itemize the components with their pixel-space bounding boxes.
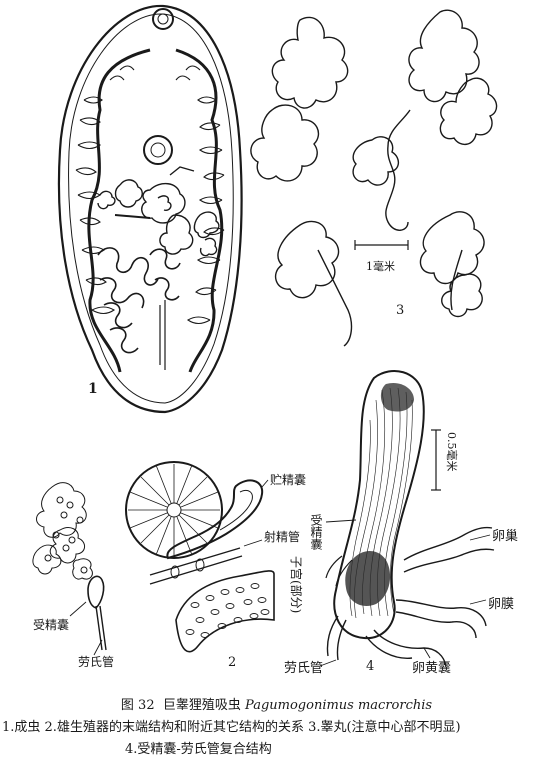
- uterus-section-outline: [175, 570, 275, 653]
- testis-central-duct: [385, 109, 411, 231]
- scale-label-1mm: 1毫米: [366, 259, 395, 273]
- scale-bar-1mm: [354, 240, 409, 250]
- testis-lobe-right-upper: [439, 77, 498, 145]
- scale-label-0-5mm: 0.5毫米: [445, 432, 459, 472]
- panel-4-leader-lines: [319, 519, 491, 667]
- testis-lobe-bottom-right-2: [441, 273, 483, 318]
- laurers-canal-duct: [95, 605, 107, 651]
- panel-2-leader-lines: [69, 479, 269, 656]
- label-laurers-canal: 劳氏管: [78, 654, 114, 669]
- testis-lobe-top-left: [271, 16, 349, 109]
- oral-sucker: [152, 8, 174, 30]
- label-ootype: 卵膜: [488, 597, 514, 612]
- oviduct-branch: [403, 526, 495, 573]
- branch-left-upper: [325, 555, 353, 587]
- testis-stalk-left: [317, 249, 353, 347]
- ejaculatory-duct-tube: [149, 547, 243, 585]
- receptacle-body-outline: [333, 369, 425, 640]
- panel-1-number: 1: [88, 381, 98, 397]
- uterus-coils: [97, 247, 181, 370]
- testis-lobe-center: [352, 136, 399, 186]
- panel-1-adult-fluke: 1: [57, 4, 243, 414]
- testis-lobe-mid-left: [250, 104, 320, 182]
- panel-4-receptacle-complex: 0.5毫米 受精囊 卵巢 卵膜 卵黄囊 劳氏管 4: [284, 369, 518, 676]
- ejaculatory-duct-rings: [170, 558, 205, 579]
- uterus-eggs: [185, 583, 270, 638]
- ventral-sucker: [143, 135, 173, 165]
- fluke-inner-border: [68, 13, 234, 404]
- figure-number: 图 32: [120, 698, 155, 713]
- label-uterus-part: 子宫(部分): [289, 556, 304, 613]
- vitelline-follicles: [32, 482, 93, 580]
- laurers-canal-branch: [326, 615, 347, 661]
- panel-4-number: 4: [366, 659, 374, 674]
- panel-3-testes: 1毫米 3: [250, 9, 498, 347]
- scale-bar-0-5mm: [431, 429, 441, 491]
- seminal-vesicle-shape: [166, 479, 264, 560]
- ovary-and-testis-mass: [97, 166, 220, 257]
- label-seminal-receptacle-vertical: 受精囊: [309, 514, 323, 551]
- testis-cross-section: [125, 461, 223, 559]
- oocyte-duct-branch: [395, 599, 487, 639]
- receptacle-dense-core: [345, 382, 414, 607]
- panel-3-number: 3: [396, 303, 404, 318]
- vitellaria-right: [175, 65, 225, 325]
- panel-2-number: 2: [228, 655, 236, 670]
- intestine-caecum-left: [87, 48, 151, 373]
- testis-lobe-top-right: [408, 9, 480, 103]
- label-seminal-vesicle: 贮精囊: [270, 472, 306, 487]
- seminal-receptacle-sac: [87, 575, 105, 609]
- figure-title-latin: Pagumogonimus macrorchis: [245, 698, 433, 713]
- figure-title: 图 32 巨睾狸殖吸虫 Pagumogonimus macrorchis: [0, 694, 553, 713]
- testis-lobe-bottom-left: [274, 220, 340, 299]
- label-vitelline-reservoir: 卵黄囊: [412, 660, 451, 676]
- vitellaria-left: [75, 65, 135, 315]
- testis-lobe-bottom-right: [419, 211, 485, 285]
- intestine-caecum-right: [175, 48, 224, 373]
- label-oviduct: 卵巢: [492, 529, 518, 544]
- figure-title-cn: 巨睾狸殖吸虫: [162, 698, 241, 713]
- label-laurers-canal-p4: 劳氏管: [284, 660, 323, 676]
- figure-legend-line2: 4.受精囊-劳氏管复合结构: [125, 742, 272, 757]
- seminal-vesicle-inner: [219, 489, 253, 531]
- figure-legend-line1: 1.成虫 2.雄生殖器的末端结构和附近其它结构的关系 3.睾丸(注意中心部不明显…: [2, 720, 461, 735]
- panel-2-male-terminal-genitalia: 贮精囊 射精管 子宫(部分) 受精囊 劳氏管 2: [32, 461, 306, 670]
- label-ejaculatory-duct: 射精管: [264, 529, 300, 544]
- testis-stalk-right: [450, 249, 463, 311]
- fluke-body-outline: [57, 4, 243, 414]
- label-seminal-receptacle: 受精囊: [33, 617, 69, 632]
